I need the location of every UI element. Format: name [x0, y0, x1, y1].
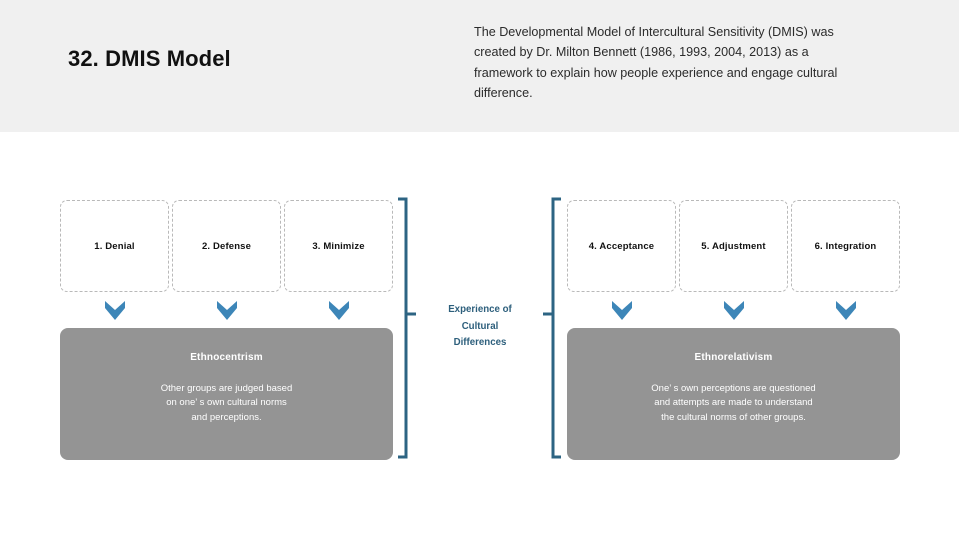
panel-body-line-3: and perceptions.	[191, 411, 262, 423]
stage-label: 5. Adjustment	[701, 240, 766, 252]
stage-label: 6. Integration	[814, 240, 877, 252]
header-description: The Developmental Model of Intercultural…	[474, 25, 838, 101]
panel-title: Ethnocentrism	[190, 352, 263, 363]
stage-label: 1. Denial	[94, 240, 135, 252]
chevron-down-icon	[216, 300, 238, 321]
panel-body: Other groups are judged based on one’ s …	[60, 382, 393, 425]
panel-body-line-3: the cultural norms of other groups.	[661, 411, 806, 423]
chevron-down-icon	[104, 300, 126, 321]
chevron-down-icon	[328, 300, 350, 321]
stage-box-denial[interactable]: 1. Denial	[60, 200, 169, 292]
stage-label: 2. Defense	[201, 240, 252, 252]
panel-title: Ethnorelativism	[694, 352, 773, 363]
panel-ethnocentrism: Ethnocentrism Other groups are judged ba…	[60, 328, 393, 460]
chevron-down-icon	[835, 300, 857, 321]
panel-body-line-1: Other groups are judged based	[160, 383, 293, 394]
center-axis-label-line-1: Experience of	[448, 304, 512, 315]
stage-box-minimize[interactable]: 3. Minimize	[284, 200, 393, 292]
panel-ethnorelativism: Ethnorelativism One’ s own perceptions a…	[567, 328, 900, 460]
panel-body-line-2: and attempts are made to understand	[654, 397, 813, 409]
stage-label: 3. Minimize	[312, 240, 365, 252]
stage-label: 4. Acceptance	[588, 240, 655, 252]
center-axis-label-line-3: Differences	[453, 337, 507, 349]
header-band	[0, 0, 959, 132]
right-group-bracket	[541, 196, 563, 460]
stage-box-acceptance[interactable]: 4. Acceptance	[567, 200, 676, 292]
stage-box-integration[interactable]: 6. Integration	[791, 200, 900, 292]
panel-body: One’ s own perceptions are questioned an…	[567, 382, 900, 425]
page-title: 32. DMIS Model	[68, 46, 231, 71]
chevron-down-icon	[723, 300, 745, 321]
panel-body-line-2: on one’ s own cultural norms	[166, 397, 287, 409]
left-group-bracket	[396, 196, 418, 460]
center-axis-label: Experience of Cultural Differences	[428, 302, 532, 352]
stage-box-adjustment[interactable]: 5. Adjustment	[679, 200, 788, 292]
chevron-down-icon	[611, 300, 633, 321]
center-axis-label-line-2: Cultural	[461, 320, 499, 332]
stage-box-defense[interactable]: 2. Defense	[172, 200, 281, 292]
panel-body-line-1: One’ s own perceptions are questioned	[651, 383, 816, 394]
